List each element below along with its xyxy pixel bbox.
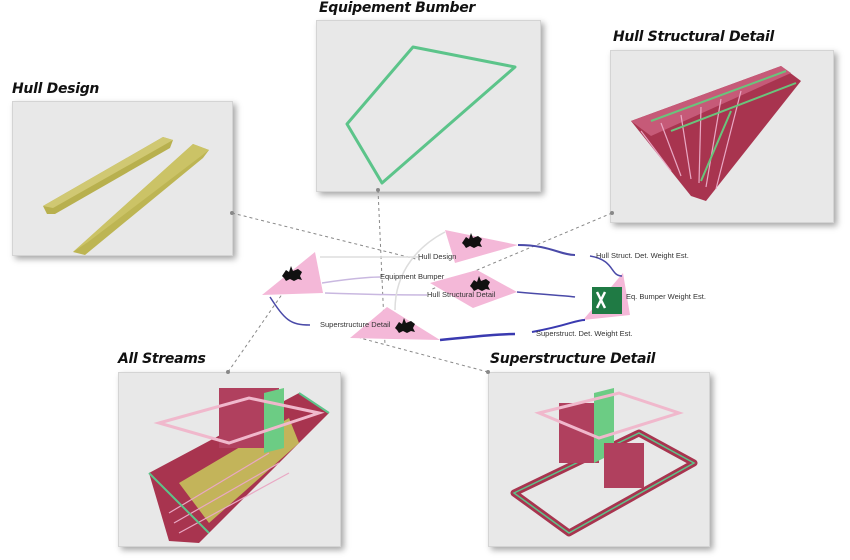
- stream-label-hull-structural-detail[interactable]: Hull Structural Detail: [427, 290, 496, 299]
- output-label-superstruct-weight[interactable]: Superstruct. Det. Weight Est.: [536, 329, 633, 338]
- rhino-node-main[interactable]: [262, 252, 323, 295]
- output-label-bumper-weight[interactable]: Eq. Bumper Weight Est.: [626, 292, 706, 301]
- title-hull-structural-detail: Hull Structural Detail: [613, 29, 775, 45]
- rhino-node-superstructure[interactable]: [350, 307, 440, 340]
- panel-hull-design: [12, 101, 233, 256]
- panel-hull-structural-detail: [610, 50, 834, 223]
- excel-node[interactable]: [583, 273, 630, 320]
- title-equipment-bumper: Equipement Bumber: [319, 0, 476, 16]
- output-label-hull-struct-weight[interactable]: Hull Struct. Det. Weight Est.: [596, 251, 689, 260]
- stream-label-hull-design[interactable]: Hull Design: [418, 252, 457, 261]
- rhino-node-bumper[interactable]: [430, 270, 517, 308]
- rhino-node-hull-struct[interactable]: [445, 230, 518, 263]
- stream-label-superstructure-detail[interactable]: Superstructure Detail: [320, 320, 391, 329]
- excel-icon: [592, 287, 622, 314]
- title-all-streams: All Streams: [118, 351, 206, 367]
- panel-all-streams: [118, 372, 341, 547]
- panel-superstructure-detail: [488, 372, 710, 547]
- stream-label-equipment-bumper[interactable]: Equipment Bumper: [380, 272, 445, 281]
- superstructure-detail-model: [510, 388, 698, 537]
- panel-equipment-bumper: [316, 20, 541, 192]
- title-superstructure-detail: Superstructure Detail: [490, 351, 656, 367]
- all-streams-model: [148, 388, 330, 543]
- hull-structural-detail-model: [631, 66, 801, 201]
- hull-design-model: [43, 137, 209, 255]
- title-hull-design: Hull Design: [12, 81, 100, 97]
- equipment-bumper-model: [345, 45, 517, 185]
